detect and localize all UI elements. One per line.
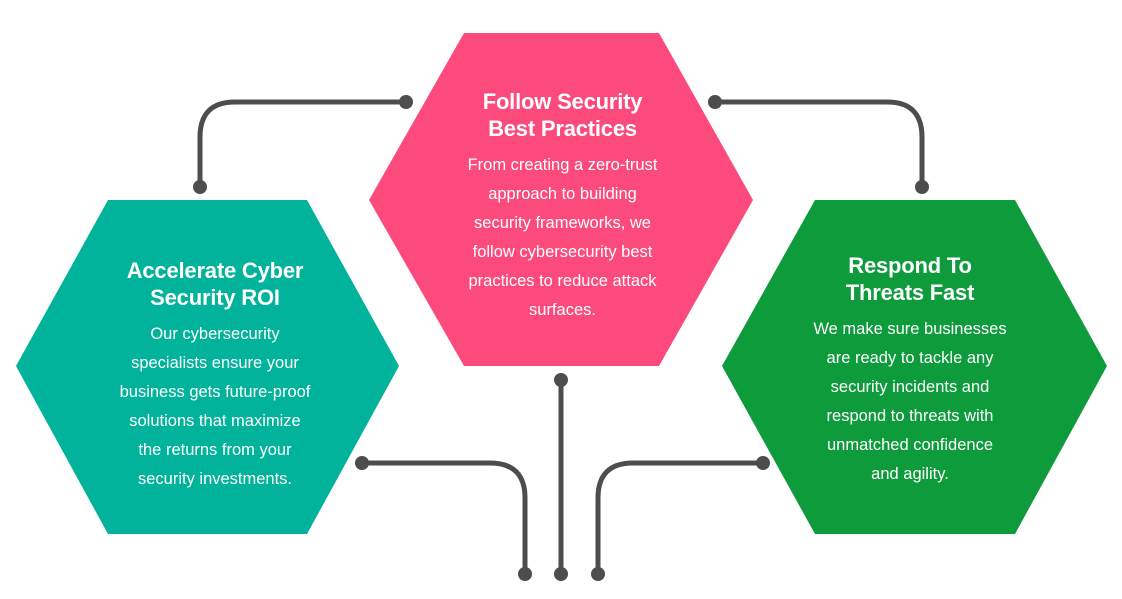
description-line: Our cybersecurity (150, 325, 280, 343)
connector-center-to-left (197, 99, 409, 190)
hexagon-best-practices (369, 33, 753, 366)
description-line: practices to reduce attack (468, 272, 657, 290)
description-line: are ready to tackle any (826, 349, 994, 367)
hexagon-right-description: We make sure businesses are ready to tac… (775, 315, 1045, 489)
connector-dot (399, 95, 413, 109)
hexagon-right-title: Respond To Threats Fast (775, 252, 1045, 306)
connector-dot (355, 456, 369, 470)
connectors (197, 99, 925, 577)
connector-right-to-bottom (595, 460, 766, 577)
connector-dot (554, 373, 568, 387)
description-line: surfaces. (529, 301, 596, 319)
description-line: security investments. (137, 470, 293, 488)
title-line: Respond To (848, 253, 972, 278)
connector-dot (756, 456, 770, 470)
title-line: Follow Security (482, 89, 643, 114)
connector-center-to-right (712, 99, 925, 190)
description-line: We make sure businesses (813, 320, 1007, 338)
description-line: specialists ensure your (131, 354, 299, 372)
description-line: security incidents and (830, 378, 990, 396)
hexagon-accelerate-roi (16, 200, 399, 534)
title-line: Best Practices (488, 116, 637, 141)
description-line: solutions that maximize (129, 412, 301, 430)
hexagon-left-description: Our cybersecurity specialists ensure you… (80, 320, 350, 494)
description-line: respond to threats with (826, 407, 994, 425)
title-line: Threats Fast (845, 280, 975, 305)
hexagon-center-description: From creating a zero-trust approach to b… (425, 151, 700, 325)
hexagon-center-content: Follow Security Best Practices From crea… (425, 88, 700, 325)
hexagon-right-content: Respond To Threats Fast We make sure bus… (775, 252, 1045, 489)
title-line: Accelerate Cyber (126, 258, 304, 283)
hexagon-left-content: Accelerate Cyber Security ROI Our cybers… (80, 257, 350, 494)
connector-dot (518, 567, 532, 581)
description-line: follow cybersecurity best (472, 243, 653, 261)
connector-dot (915, 180, 929, 194)
connector-dot (591, 567, 605, 581)
description-line: the returns from your (138, 441, 292, 459)
connector-dot (554, 567, 568, 581)
connector-left-to-bottom (359, 460, 528, 577)
title-line: Security ROI (150, 285, 280, 310)
hexagon-respond-threats (722, 200, 1107, 534)
description-line: and agility. (871, 465, 949, 483)
description-line: unmatched confidence (826, 436, 994, 454)
description-line: From creating a zero-trust (467, 156, 658, 174)
description-line: business gets future-proof (119, 383, 311, 401)
connector-dots (193, 95, 929, 581)
description-line: approach to building (488, 185, 637, 203)
description-line: security frameworks, we (474, 214, 651, 232)
hexagon-center-title: Follow Security Best Practices (425, 88, 700, 142)
hexagon-left-title: Accelerate Cyber Security ROI (80, 257, 350, 311)
connector-dot (193, 180, 207, 194)
connector-dot (708, 95, 722, 109)
